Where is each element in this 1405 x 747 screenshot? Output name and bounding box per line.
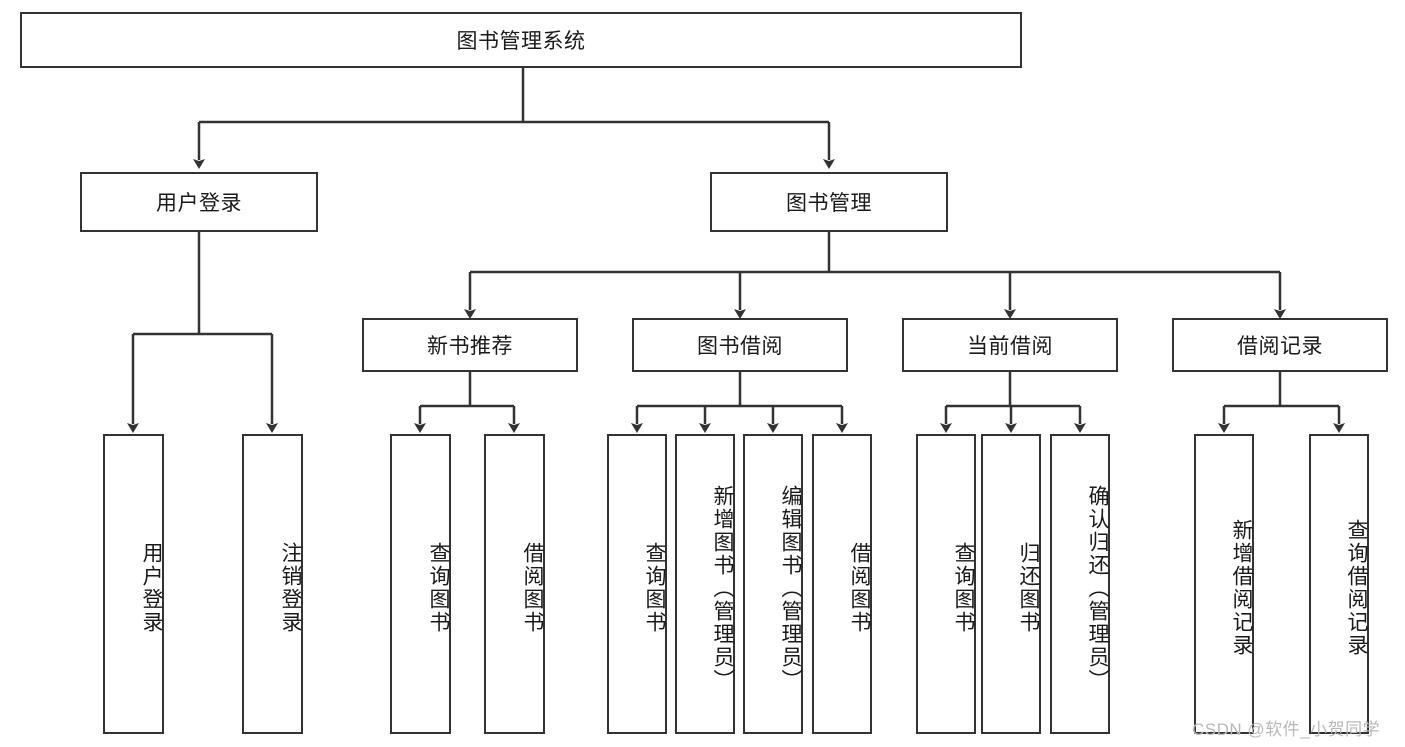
node-leaf-query-book-1[interactable]: 查询图书 bbox=[390, 434, 451, 734]
node-label: 新书推荐 bbox=[427, 335, 513, 358]
node-leaf-confirm-return[interactable]: 确认归还（管理员） bbox=[1050, 434, 1110, 734]
node-label: 编辑图书（管理员） bbox=[779, 484, 802, 692]
node-book-management[interactable]: 图书管理 bbox=[710, 172, 948, 232]
node-label: 图书管理系统 bbox=[456, 30, 586, 53]
node-label: 借阅图书 bbox=[521, 542, 544, 634]
node-leaf-edit-book[interactable]: 编辑图书（管理员） bbox=[743, 434, 803, 734]
node-label: 查询图书 bbox=[427, 542, 450, 634]
node-label: 用户登录 bbox=[140, 542, 163, 634]
node-label: 查询图书 bbox=[952, 542, 975, 634]
node-borrow-record[interactable]: 借阅记录 bbox=[1172, 318, 1388, 372]
node-leaf-add-borrow-record[interactable]: 新增借阅记录 bbox=[1194, 434, 1254, 734]
node-new-book-recommend[interactable]: 新书推荐 bbox=[362, 318, 578, 372]
node-book-borrow[interactable]: 图书借阅 bbox=[632, 318, 848, 372]
node-leaf-borrow-book-1[interactable]: 借阅图书 bbox=[484, 434, 545, 734]
node-leaf-query-book-2[interactable]: 查询图书 bbox=[607, 434, 667, 734]
node-label: 确认归还（管理员） bbox=[1086, 484, 1109, 692]
node-label: 图书管理 bbox=[786, 192, 872, 215]
node-leaf-logout-login[interactable]: 注销登录 bbox=[242, 434, 303, 734]
node-label: 当前借阅 bbox=[967, 335, 1053, 358]
node-label: 新增图书（管理员） bbox=[711, 484, 734, 692]
node-leaf-return-book[interactable]: 归还图书 bbox=[981, 434, 1041, 734]
node-label: 图书借阅 bbox=[697, 335, 783, 358]
node-leaf-borrow-book-2[interactable]: 借阅图书 bbox=[812, 434, 872, 734]
node-label: 借阅记录 bbox=[1237, 335, 1323, 358]
node-user-login[interactable]: 用户登录 bbox=[80, 172, 318, 232]
node-label: 查询图书 bbox=[643, 542, 666, 634]
node-label: 查询借阅记录 bbox=[1345, 519, 1368, 657]
node-label: 注销登录 bbox=[279, 542, 302, 634]
node-label: 借阅图书 bbox=[848, 542, 871, 634]
node-leaf-add-book[interactable]: 新增图书（管理员） bbox=[675, 434, 735, 734]
node-label: 新增借阅记录 bbox=[1230, 519, 1253, 657]
node-book-management-system[interactable]: 图书管理系统 bbox=[20, 12, 1022, 68]
node-label: 归还图书 bbox=[1017, 542, 1040, 634]
watermark-text: CSDN @软件_小贺同学 bbox=[1192, 720, 1381, 739]
node-leaf-user-login[interactable]: 用户登录 bbox=[103, 434, 164, 734]
node-leaf-query-book-3[interactable]: 查询图书 bbox=[916, 434, 976, 734]
node-current-borrow[interactable]: 当前借阅 bbox=[902, 318, 1118, 372]
node-label: 用户登录 bbox=[156, 192, 242, 215]
node-leaf-query-borrow-record[interactable]: 查询借阅记录 bbox=[1309, 434, 1369, 734]
